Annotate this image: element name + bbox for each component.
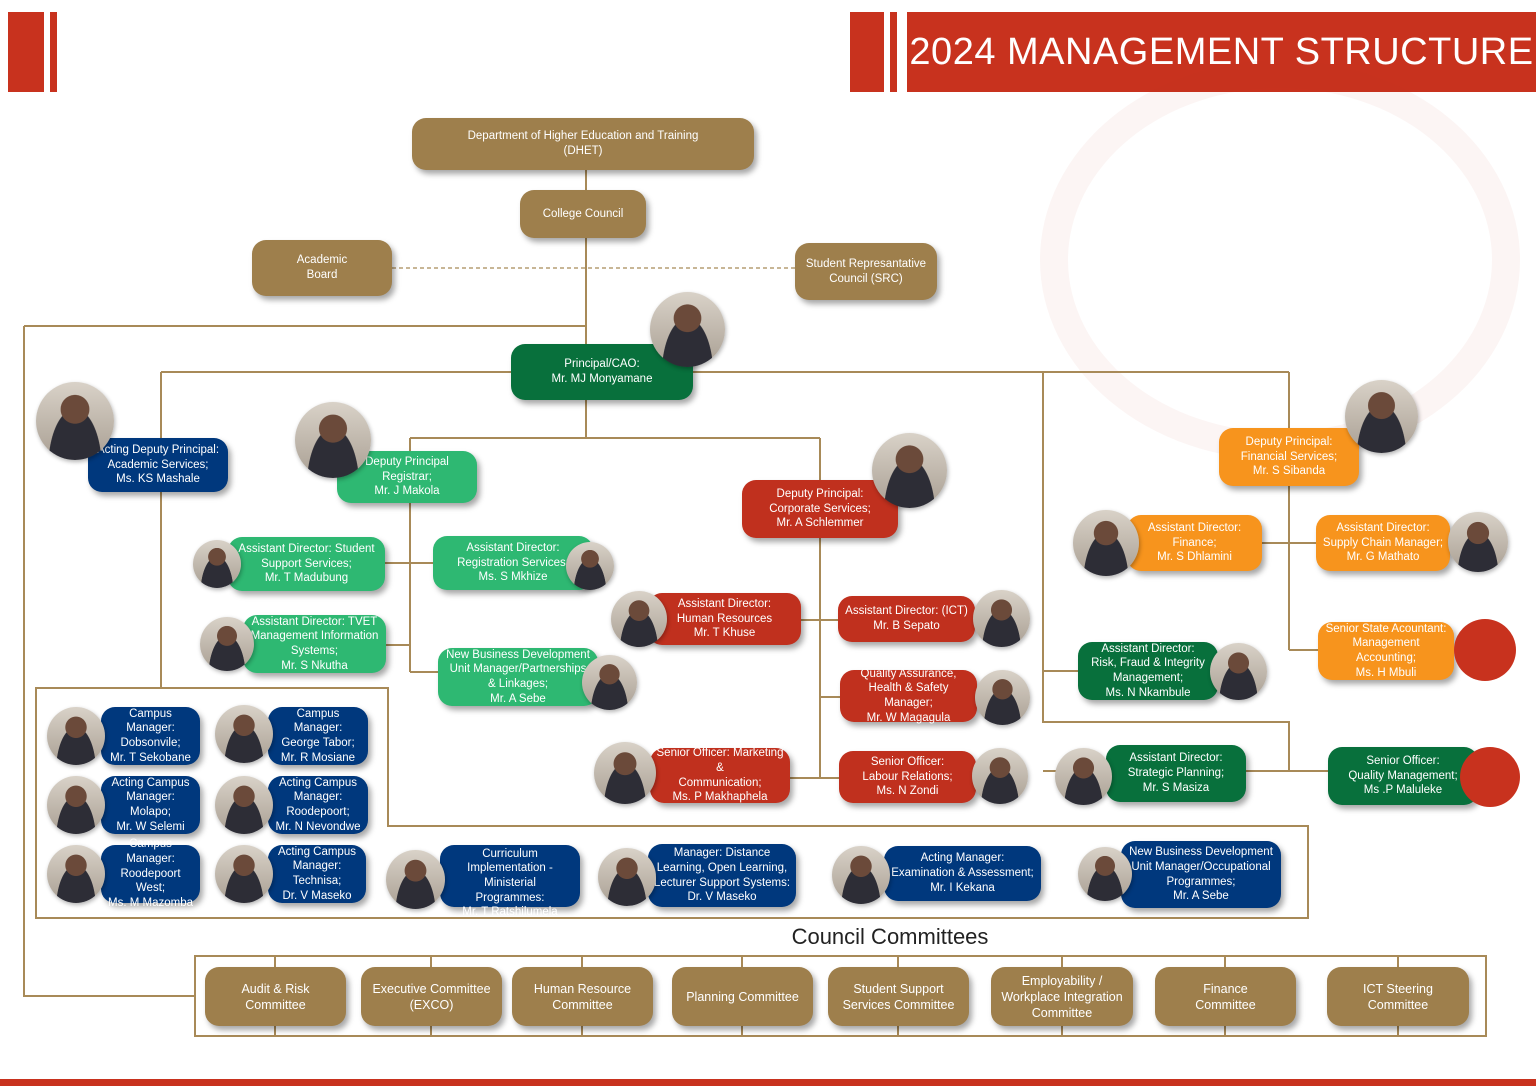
- person-photo: [1073, 510, 1139, 576]
- person-photo: [47, 707, 105, 765]
- person-photo: [582, 655, 637, 710]
- committee-box: ICT Steering Committee: [1327, 967, 1469, 1026]
- committee-box: Audit & Risk Committee: [205, 967, 346, 1026]
- council-committees-title: Council Committees: [791, 924, 989, 949]
- committee-box: Human Resource Committee: [512, 967, 653, 1026]
- person-photo: [1448, 512, 1508, 572]
- org-node: Student Represantative Council (SRC): [795, 243, 937, 300]
- org-node: Assistant Director: Curriculum Implement…: [440, 833, 580, 918]
- person-photo: [975, 670, 1030, 725]
- person-photo: [566, 542, 614, 590]
- person-photo: [1210, 643, 1267, 700]
- header-bar-left-thin: [50, 12, 57, 92]
- committee-box: Finance Committee: [1155, 967, 1296, 1026]
- person-photo: [47, 776, 105, 834]
- person-photo: [295, 402, 371, 478]
- header-bar-right: [850, 12, 884, 92]
- org-node: Assistant Director: Supply Chain Manager…: [1316, 515, 1450, 571]
- org-node: Quality Assurance, Health & Safety Manag…: [840, 668, 977, 724]
- footer-bar: [0, 1079, 1536, 1086]
- committee-box: Student Support Services Committee: [828, 967, 969, 1026]
- org-node: Assistant Director: Strategic Planning; …: [1106, 745, 1246, 802]
- org-node: Acting Campus Manager: Molapo; Mr. W Sel…: [101, 776, 200, 834]
- person-photo: [594, 742, 656, 804]
- org-node: Assistant Director: Student Support Serv…: [228, 537, 385, 591]
- committee-box: Employability / Workplace Integration Co…: [991, 967, 1133, 1026]
- committee-box: Planning Committee: [672, 967, 813, 1026]
- org-node: Assistant Director: Risk, Fraud & Integr…: [1078, 642, 1218, 700]
- header-bar-right-thin: [890, 12, 897, 92]
- person-photo: [1345, 380, 1418, 453]
- photo-placeholder-circle: [1460, 747, 1520, 807]
- org-node: Acting Deputy Principal: Academic Servic…: [88, 438, 228, 492]
- person-photo: [215, 705, 273, 763]
- header-bar-left: [8, 12, 44, 92]
- org-node: Senior Officer: Marketing & Communicatio…: [650, 747, 790, 803]
- photo-placeholder-circle: [1454, 619, 1516, 681]
- committee-box: Executive Committee (EXCO): [361, 967, 502, 1026]
- org-node: Acting Campus Manager: Technisa; Dr. V M…: [268, 845, 366, 903]
- person-photo: [611, 591, 667, 647]
- person-photo: [650, 292, 725, 367]
- org-node: Senior Officer: Labour Relations; Ms. N …: [839, 751, 976, 803]
- org-node: Senior Officer: Quality Management; Ms .…: [1328, 747, 1478, 805]
- person-photo: [598, 848, 656, 906]
- org-node: New Business Development Unit Manager/Oc…: [1121, 841, 1281, 908]
- org-node: Assistant Director: Registration Service…: [433, 536, 593, 590]
- org-node: Principal/CAO: Mr. MJ Monyamane: [511, 344, 693, 400]
- org-node: College Council: [520, 190, 646, 238]
- org-node: Assistant Director: Finance; Mr. S Dhlam…: [1127, 515, 1262, 571]
- org-node: Assistant Director: TVET Management Info…: [243, 615, 386, 673]
- person-photo: [47, 845, 105, 903]
- person-photo: [1078, 847, 1132, 901]
- person-photo: [215, 776, 273, 834]
- org-node: Acting Campus Manager: Roodepoort; Mr. N…: [268, 776, 368, 834]
- org-node: Campus Manager: Dobsonvile; Mr. T Sekoba…: [101, 707, 200, 765]
- org-node: New Business Development Unit Manager/Pa…: [438, 648, 598, 706]
- org-node: Academic Board: [252, 240, 392, 296]
- org-node: Deputy Principal: Corporate Services; Mr…: [742, 480, 898, 538]
- person-photo: [972, 748, 1028, 804]
- person-photo: [872, 433, 947, 508]
- person-photo: [973, 590, 1030, 647]
- org-node: Acting Manager: Examination & Assessment…: [884, 846, 1041, 901]
- org-node: Assistant Director: Human Resources Mr. …: [648, 593, 801, 645]
- person-photo: [200, 617, 254, 671]
- person-photo: [832, 846, 890, 904]
- org-node: Campus Manager: George Tabor; Mr. R Mosi…: [268, 707, 368, 765]
- org-node: Senior State Acountant: Management Accou…: [1318, 622, 1454, 680]
- org-node: Deputy Principal: Financial Services; Mr…: [1219, 428, 1359, 486]
- org-node: Department of Higher Education and Train…: [412, 118, 754, 170]
- org-node: Manager: Distance Learning, Open Learnin…: [648, 844, 796, 907]
- org-node: Assistant Director: (ICT) Mr. B Sepato: [838, 596, 975, 642]
- person-photo: [215, 845, 273, 903]
- org-node: Campus Manager: Roodepoort West; Ms. M M…: [101, 838, 200, 909]
- person-photo: [193, 540, 241, 588]
- person-photo: [386, 850, 445, 909]
- person-photo: [36, 382, 114, 460]
- person-photo: [1055, 748, 1112, 805]
